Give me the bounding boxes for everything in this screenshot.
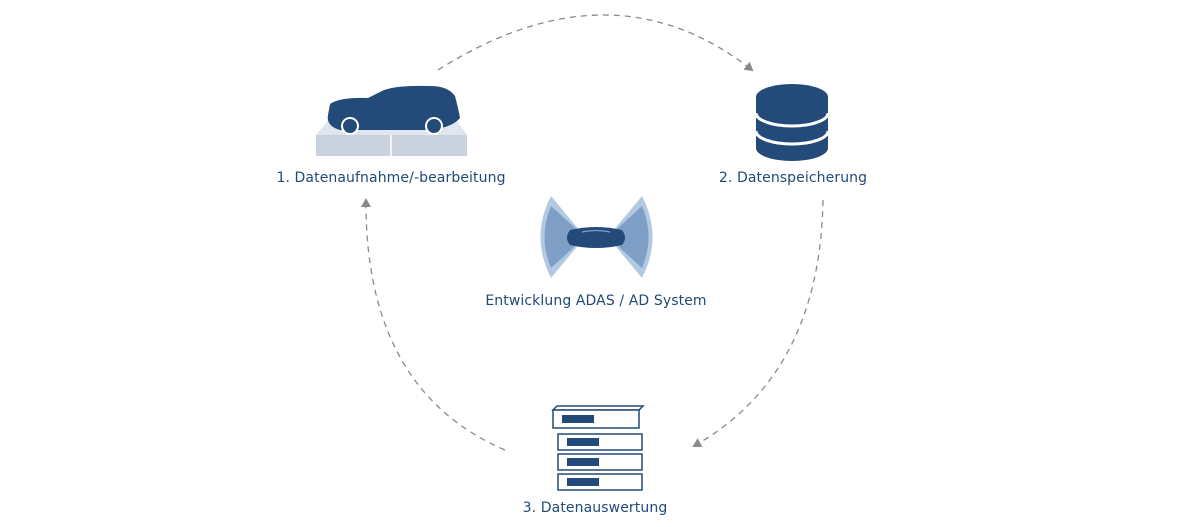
step-3-label: 3. Datenauswertung [522, 500, 668, 516]
database-icon [754, 84, 830, 161]
server-rack-icon [551, 405, 645, 491]
center-label: Entwicklung ADAS / AD System [485, 293, 707, 309]
car-sensor-fields-icon [540, 196, 653, 278]
step-2-label: 2. Datenspeicherung [718, 170, 868, 186]
step-1-label: 1. Datenaufnahme/-bearbeitung [276, 170, 506, 186]
car-on-platform-icon [316, 85, 467, 156]
arrow-1-to-2 [437, 14, 754, 72]
arrow-2-to-3 [692, 199, 824, 447]
arrow-3-to-1 [360, 198, 506, 451]
